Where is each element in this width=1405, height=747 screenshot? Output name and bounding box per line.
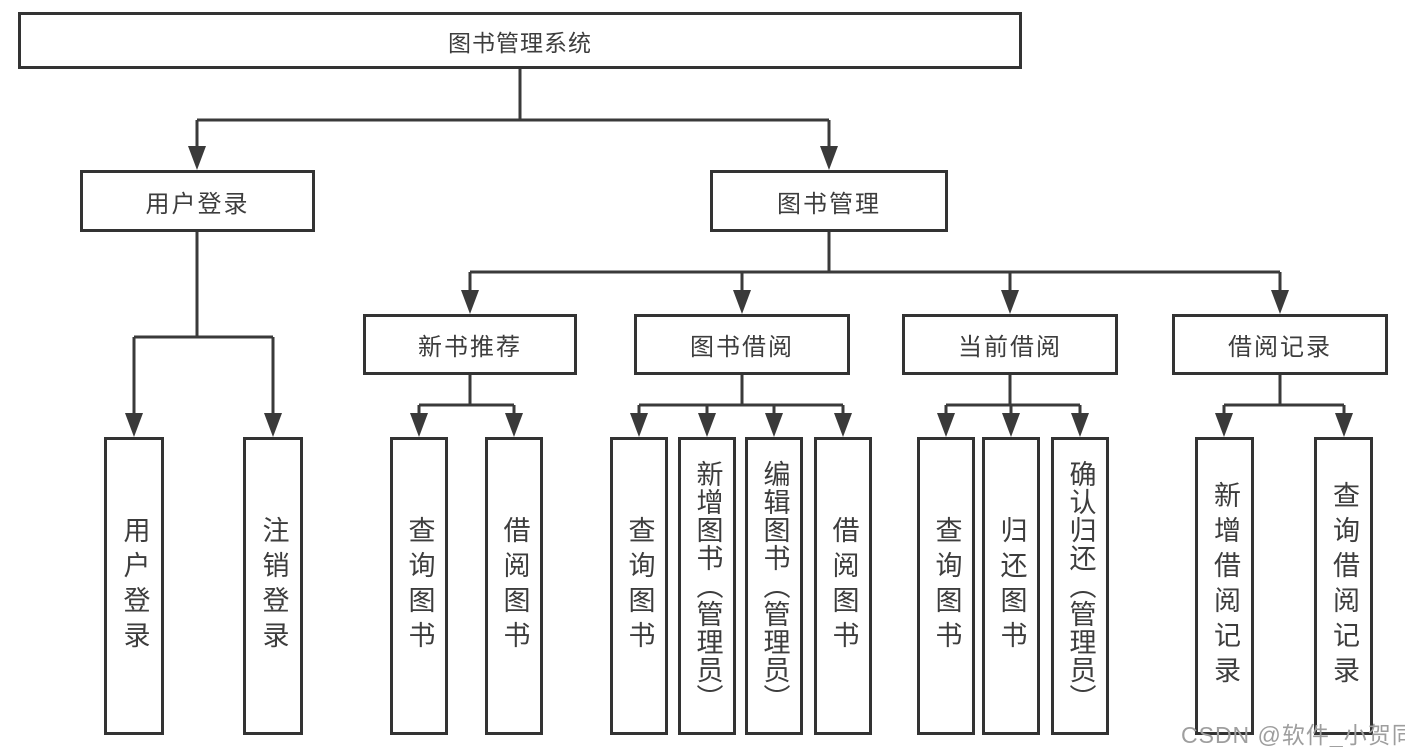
leaf-borrow-books-recommend: 借阅图书 <box>485 437 543 735</box>
leaf-logout: 注销登录 <box>243 437 303 735</box>
leaf-query-books-borrowing: 查询图书 <box>610 437 668 735</box>
node-label: 查询图书 <box>404 516 435 656</box>
leaf-edit-book-admin: 编辑图书（管理员） <box>745 437 803 735</box>
node-label: 归还图书 <box>996 516 1027 656</box>
node-borrowing-records: 借阅记录 <box>1172 314 1388 375</box>
node-label: 用户登录 <box>145 190 250 218</box>
node-label: 用户登录 <box>119 516 150 656</box>
leaf-query-books-current: 查询图书 <box>917 437 975 735</box>
node-library-management-system: 图书管理系统 <box>18 12 1022 69</box>
leaf-borrow-books-borrowing: 借阅图书 <box>814 437 872 735</box>
node-label: 编辑图书（管理员） <box>759 460 790 712</box>
node-label: 注销登录 <box>258 516 289 656</box>
node-label: 新书推荐 <box>418 334 522 361</box>
node-label: 借阅图书 <box>499 516 530 656</box>
node-book-borrowing: 图书借阅 <box>634 314 850 375</box>
leaf-query-borrowing-record: 查询借阅记录 <box>1314 437 1373 735</box>
node-label: 图书管理系统 <box>448 29 592 56</box>
node-current-borrowing: 当前借阅 <box>902 314 1118 375</box>
node-label: 图书借阅 <box>690 334 794 361</box>
leaf-confirm-return-admin: 确认归还（管理员） <box>1051 437 1109 735</box>
leaf-query-books-recommend: 查询图书 <box>390 437 448 735</box>
leaf-return-books: 归还图书 <box>982 437 1040 735</box>
leaf-add-book-admin: 新增图书（管理员） <box>678 437 736 735</box>
node-label: 借阅图书 <box>828 516 859 656</box>
node-user-login: 用户登录 <box>80 170 315 232</box>
node-label: 查询图书 <box>931 516 962 656</box>
node-book-management: 图书管理 <box>710 170 948 232</box>
leaf-add-borrowing-record: 新增借阅记录 <box>1195 437 1254 735</box>
node-label: 新增借阅记录 <box>1210 481 1240 691</box>
csdn-watermark: CSDN @软件_小贺同学 <box>1181 722 1405 747</box>
node-new-book-recommendation: 新书推荐 <box>363 314 577 375</box>
node-label: 图书管理 <box>777 190 881 218</box>
node-label: 查询借阅记录 <box>1329 481 1359 691</box>
node-label: 借阅记录 <box>1228 334 1332 361</box>
leaf-user-login: 用户登录 <box>104 437 164 735</box>
node-label: 当前借阅 <box>958 334 1062 361</box>
node-label: 查询图书 <box>624 516 655 656</box>
node-label: 新增图书（管理员） <box>692 460 723 712</box>
node-label: 确认归还（管理员） <box>1065 460 1096 712</box>
